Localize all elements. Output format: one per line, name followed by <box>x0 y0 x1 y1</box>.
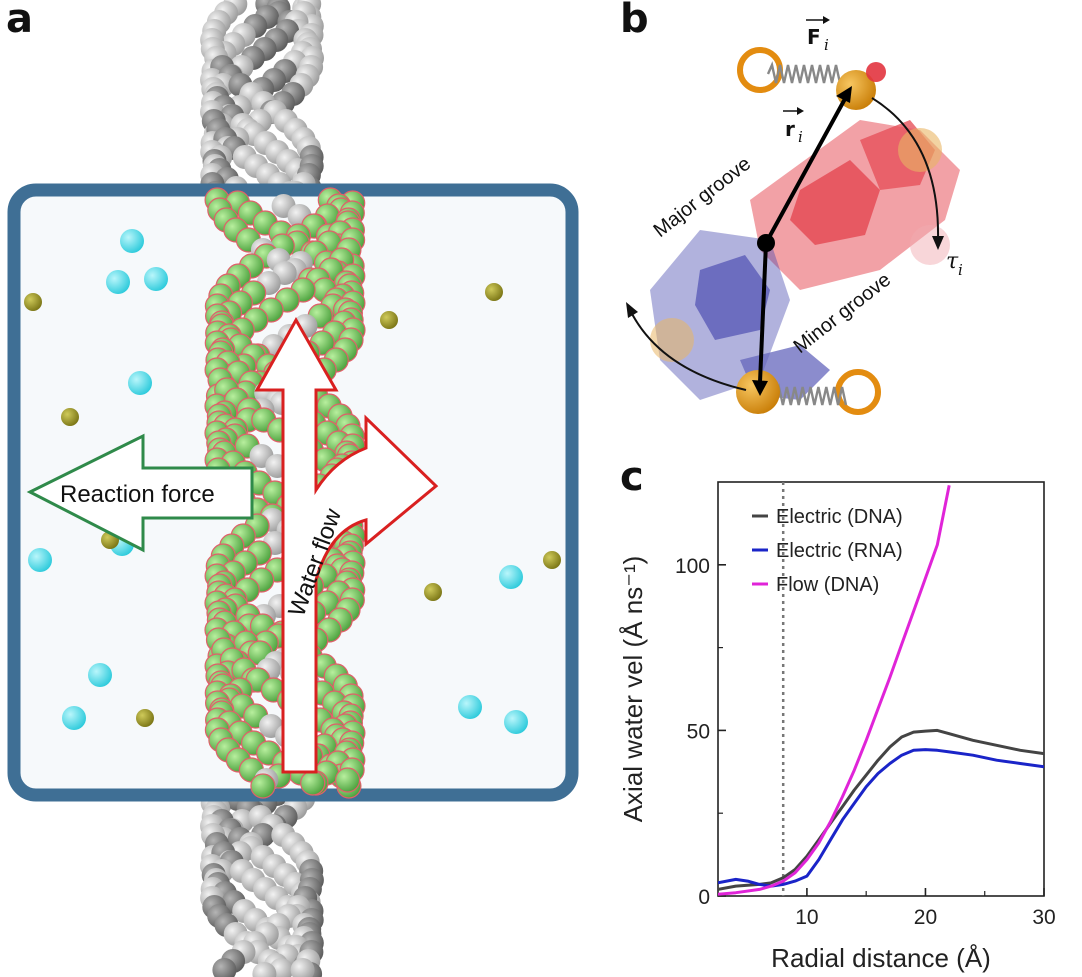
anchor-ring-bottom <box>835 369 881 415</box>
radius-vectors <box>752 86 852 396</box>
anion-sphere <box>543 551 561 569</box>
red-base-pair <box>750 120 960 290</box>
torque-arcs <box>626 97 944 391</box>
x-tick-label: 30 <box>1032 906 1055 929</box>
legend-label-1: Electric (RNA) <box>776 540 903 562</box>
ions <box>24 229 561 734</box>
dna-atom <box>300 770 326 796</box>
cation-sphere <box>458 695 482 719</box>
force-vector-label: F i <box>806 16 830 54</box>
legend-label-0: Electric (DNA) <box>776 506 903 528</box>
panel-a-illustration: Reaction force Water flow <box>7 0 579 977</box>
dna-atom <box>335 767 361 793</box>
radius-vector-label: r i <box>783 107 804 146</box>
cation-sphere <box>128 371 152 395</box>
svg-text:i: i <box>958 261 963 279</box>
cation-sphere <box>88 663 112 687</box>
cation-sphere <box>62 706 86 730</box>
cation-sphere <box>144 267 168 291</box>
panel-c-chart: 10 20 30 0 50 100 Electric (DNA) Electric (RNA… <box>618 481 1056 973</box>
anion-sphere <box>380 311 398 329</box>
svg-text:i: i <box>798 128 803 146</box>
y-tick-label: 100 <box>675 555 710 578</box>
cation-sphere <box>499 565 523 589</box>
anion-sphere <box>485 283 503 301</box>
reaction-force-label: Reaction force <box>60 481 215 508</box>
dna-atom <box>290 958 315 977</box>
cation-sphere <box>120 229 144 253</box>
major-groove-label: Major groove <box>650 153 756 242</box>
cation-sphere <box>28 548 52 572</box>
chart-lines <box>718 485 1044 896</box>
panel-label-c: c <box>620 454 644 500</box>
chart-ticks: 10 20 30 0 50 100 <box>675 555 1056 929</box>
center-of-mass <box>757 234 775 252</box>
y-tick-label: 50 <box>687 720 710 743</box>
cation-sphere <box>106 270 130 294</box>
reaction-force-arrow: Reaction force <box>26 433 254 553</box>
anion-sphere <box>424 583 442 601</box>
panel-label-a: a <box>6 0 33 42</box>
series-line-2 <box>718 485 951 896</box>
anion-sphere <box>61 408 79 426</box>
anion-sphere <box>136 709 154 727</box>
dna-atom <box>252 962 277 977</box>
svg-text:τ: τ <box>946 249 959 274</box>
legend-label-2: Flow (DNA) <box>776 574 879 596</box>
svg-text:r: r <box>785 117 795 141</box>
top-spring <box>737 47 886 110</box>
x-axis-title: Radial distance (Å) <box>771 943 991 973</box>
y-tick-label: 0 <box>698 886 710 909</box>
torque-label: τ i <box>946 249 963 279</box>
svg-text:i: i <box>824 36 829 54</box>
cation-sphere <box>504 710 528 734</box>
x-tick-label: 20 <box>914 906 937 929</box>
svg-text:F: F <box>807 25 821 49</box>
anion-sphere <box>24 293 42 311</box>
dna-atom <box>212 958 237 977</box>
panel-b-illustration: Major groove Minor groove F i r i τ i <box>626 16 963 415</box>
y-axis-title: Axial water vel (Å ns⁻¹) <box>618 556 648 823</box>
series-line-0 <box>718 728 1044 891</box>
chart-legend: Electric (DNA) Electric (RNA) Flow (DNA) <box>752 506 903 596</box>
x-tick-label: 10 <box>795 906 818 929</box>
dna-atom <box>250 773 276 799</box>
series-line-1 <box>718 748 1044 888</box>
plot-frame <box>717 481 1045 897</box>
panel-label-b: b <box>620 0 649 42</box>
